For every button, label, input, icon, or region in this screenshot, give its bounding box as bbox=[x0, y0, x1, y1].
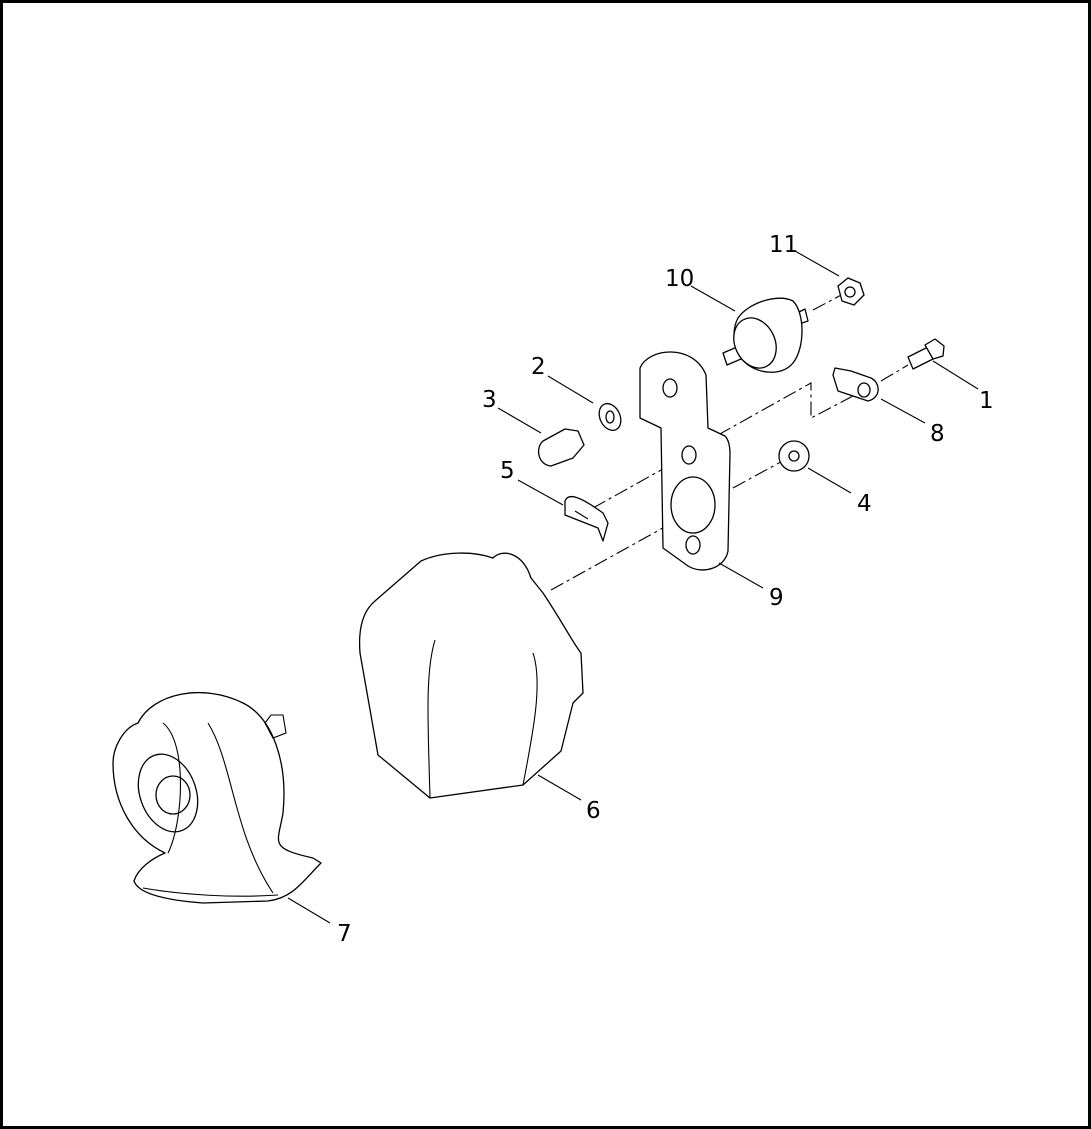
callout-8: 8 bbox=[930, 421, 945, 447]
callout-7: 7 bbox=[337, 921, 352, 947]
locknut-part-11 bbox=[837, 277, 865, 306]
callout-10: 10 bbox=[665, 266, 694, 292]
callout-2: 2 bbox=[531, 354, 546, 380]
callout-11: 11 bbox=[769, 232, 798, 258]
callout-1: 1 bbox=[979, 388, 994, 414]
lock-washer-part-2 bbox=[598, 402, 622, 432]
mounting-bracket-part-9 bbox=[639, 351, 731, 571]
callout-3: 3 bbox=[482, 387, 497, 413]
rubber-mount-part-10 bbox=[722, 297, 809, 373]
exploded-parts-diagram: 1 2 3 4 5 6 7 8 9 10 11 bbox=[112, 232, 994, 947]
screw-part-1 bbox=[907, 338, 945, 370]
assembly-lines bbox=[550, 292, 909, 591]
clip-part-5 bbox=[564, 495, 609, 542]
horn-cover-part-6 bbox=[358, 552, 584, 799]
callout-9: 9 bbox=[769, 585, 784, 611]
acorn-nut-part-3 bbox=[537, 428, 585, 467]
horn-part-7 bbox=[112, 691, 322, 904]
callout-4: 4 bbox=[857, 491, 872, 517]
cable-clip-part-8 bbox=[832, 367, 879, 402]
leader-lines bbox=[287, 250, 979, 924]
callout-6: 6 bbox=[586, 798, 601, 824]
callout-5: 5 bbox=[500, 458, 515, 484]
flange-nut-part-4 bbox=[778, 440, 810, 472]
